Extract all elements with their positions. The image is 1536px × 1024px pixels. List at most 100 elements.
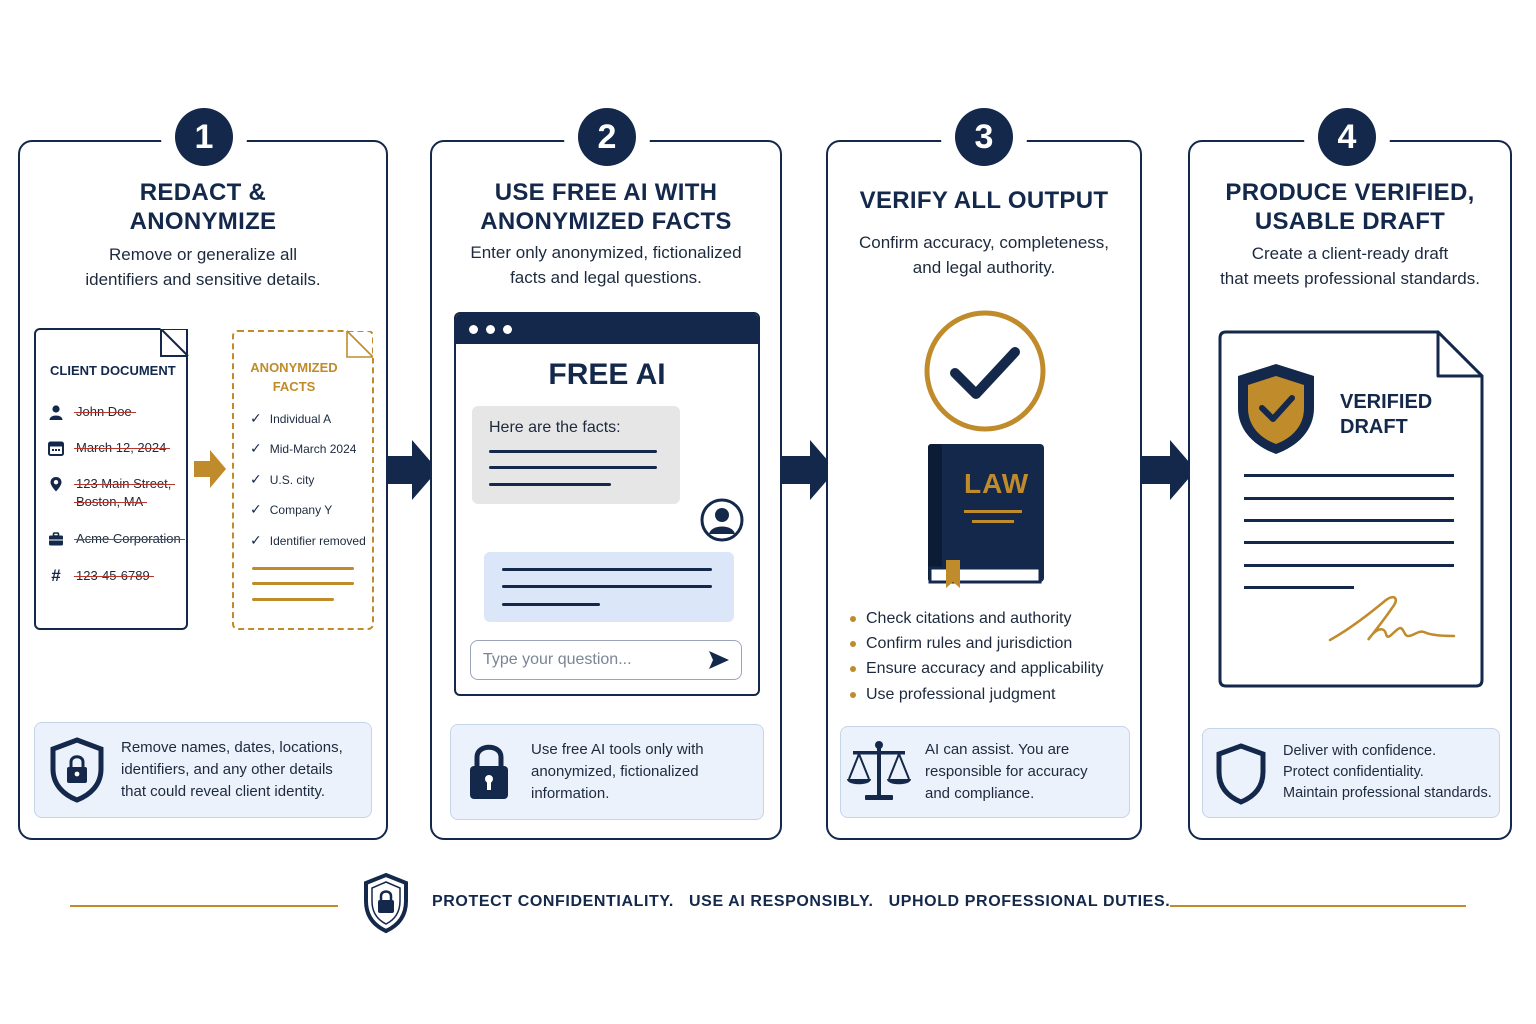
ai-chat-window: FREE AI Here are the facts: Type your qu… [454, 312, 760, 696]
client-address-row: 123 Main Street, Boston, MA [48, 476, 176, 509]
client-id-number: 123-45-6789 [74, 568, 154, 583]
client-document-title: CLIENT DOCUMENT [50, 363, 176, 378]
user-avatar-icon [700, 498, 744, 542]
step-1-panel: REDACT & ANONYMIZE Remove or generalize … [18, 140, 388, 840]
shield-icon [1216, 743, 1266, 805]
step-2-number: 2 [578, 108, 636, 166]
text-line [502, 568, 712, 571]
verified-draft-document-icon [1218, 330, 1484, 688]
client-address: 123 Main Street, Boston, MA [73, 476, 176, 509]
step-2-note-text: Use free AI tools only with anonymized, … [531, 741, 704, 802]
check-circle-icon [924, 310, 1046, 432]
client-date-row: March 12, 2024 [48, 440, 171, 456]
client-name: John Doe [74, 404, 136, 419]
lock-icon [470, 744, 508, 799]
anon-item: ✓Mid-March 2024 [250, 440, 357, 456]
checkmark-icon: ✓ [250, 471, 262, 487]
client-document: CLIENT DOCUMENT John Doe March 12, 2024 … [34, 328, 188, 630]
user-message-text: Here are the facts: [489, 419, 621, 436]
step-2-note: Use free AI tools only with anonymized, … [450, 724, 764, 820]
document-fold-icon [160, 328, 189, 357]
client-id-row: # 123-45-6789 [48, 566, 154, 585]
text-line [252, 598, 334, 601]
footer-divider-left [70, 905, 338, 907]
step-1-note: Remove names, dates, locations, identifi… [34, 722, 372, 818]
ai-response-bubble [484, 552, 734, 622]
step-4-note-text: Deliver with confidence. Protect confide… [1283, 743, 1492, 801]
window-dot [503, 325, 512, 334]
question-input-placeholder: Type your question... [483, 651, 632, 668]
footer-motto: PROTECT CONFIDENTIALITY. USE AI RESPONSI… [432, 893, 1171, 910]
arrow-right-icon [782, 440, 836, 500]
verified-draft-label: VERIFIED DRAFT [1340, 391, 1433, 438]
verify-bullet: Use professional judgment [850, 686, 1055, 704]
step-3-panel: VERIFY ALL OUTPUT Confirm accuracy, comp… [826, 140, 1142, 840]
verify-bullet: Check citations and authority [850, 610, 1071, 628]
shield-lock-icon [364, 872, 408, 934]
text-line [502, 585, 712, 588]
client-name-row: John Doe [48, 404, 136, 420]
doc-corner-mask [373, 330, 376, 358]
anonymized-facts-document: ANONYMIZED FACTS ✓Individual A ✓Mid-Marc… [232, 330, 374, 630]
step-1-note-text: Remove names, dates, locations, identifi… [121, 739, 343, 800]
shield-lock-icon [50, 737, 104, 803]
text-line [489, 483, 611, 486]
step-3-note-text: AI can assist. You are responsible for a… [925, 741, 1088, 802]
checkmark-icon: ✓ [250, 440, 262, 456]
arrow-right-icon [388, 440, 438, 500]
user-message-bubble: Here are the facts: [472, 406, 680, 504]
anon-item: ✓U.S. city [250, 471, 315, 487]
window-titlebar [456, 314, 758, 344]
scales-of-justice-icon [847, 741, 911, 800]
footer-divider-right [1170, 905, 1466, 907]
document-fold-icon [346, 330, 374, 358]
step-4-title: PRODUCE VERIFIED, USABLE DRAFT [1225, 179, 1475, 235]
law-book-icon [928, 444, 1044, 588]
step-3-title: VERIFY ALL OUTPUT [859, 187, 1109, 214]
checkmark-icon: ✓ [250, 501, 262, 517]
text-line [489, 466, 657, 469]
location-pin-icon [48, 476, 64, 492]
text-line [489, 450, 657, 453]
calendar-icon [48, 440, 64, 456]
step-1-number: 1 [175, 108, 233, 166]
verify-bullet: Ensure accuracy and applicability [850, 660, 1103, 678]
anonymized-facts-title: ANONYMIZED FACTS [250, 360, 338, 394]
step-4-description: Create a client-ready draft that meets p… [1220, 244, 1480, 288]
verify-bullet: Confirm rules and jurisdiction [850, 635, 1072, 653]
step-4-note: Deliver with confidence. Protect confide… [1202, 728, 1500, 818]
briefcase-icon [48, 531, 64, 547]
step-3-description: Confirm accuracy, completeness, and lega… [858, 233, 1110, 277]
question-input[interactable]: Type your question... [470, 640, 742, 680]
send-icon[interactable] [707, 649, 731, 671]
hash-icon: # [51, 566, 61, 585]
anon-item: ✓Identifier removed [250, 532, 366, 548]
text-line [252, 582, 354, 585]
step-3-number: 3 [955, 108, 1013, 166]
law-book-label: LAW [964, 468, 1030, 499]
arrow-right-icon [1142, 440, 1196, 500]
step-2-panel: USE FREE AI WITH ANONYMIZED FACTS Enter … [430, 140, 782, 840]
person-icon [48, 404, 64, 420]
step-3-note: AI can assist. You are responsible for a… [840, 726, 1130, 818]
gold-arrow-icon [194, 450, 226, 488]
anon-item: ✓Company Y [250, 501, 333, 517]
text-line [502, 603, 600, 606]
step-4-number: 4 [1318, 108, 1376, 166]
step-1-title: REDACT & ANONYMIZE [129, 179, 277, 235]
window-title: FREE AI [548, 358, 666, 391]
step-2-title: USE FREE AI WITH ANONYMIZED FACTS [480, 179, 732, 235]
step-4-panel: PRODUCE VERIFIED, USABLE DRAFT Create a … [1188, 140, 1512, 840]
client-date: March 12, 2024 [73, 440, 171, 455]
window-dot [486, 325, 495, 334]
checkmark-icon: ✓ [250, 410, 262, 426]
checkmark-icon: ✓ [250, 532, 262, 548]
text-line [252, 567, 354, 570]
doc-corner-mask [348, 328, 376, 331]
doc-corner-mask [161, 326, 191, 329]
step-2-description: Enter only anonymized, fictionalized fac… [470, 243, 742, 287]
client-company: Acme Corporation [74, 531, 185, 546]
step-1-description: Remove or generalize all identifiers and… [85, 245, 321, 289]
window-dot [469, 325, 478, 334]
anon-item: ✓Individual A [250, 410, 332, 426]
